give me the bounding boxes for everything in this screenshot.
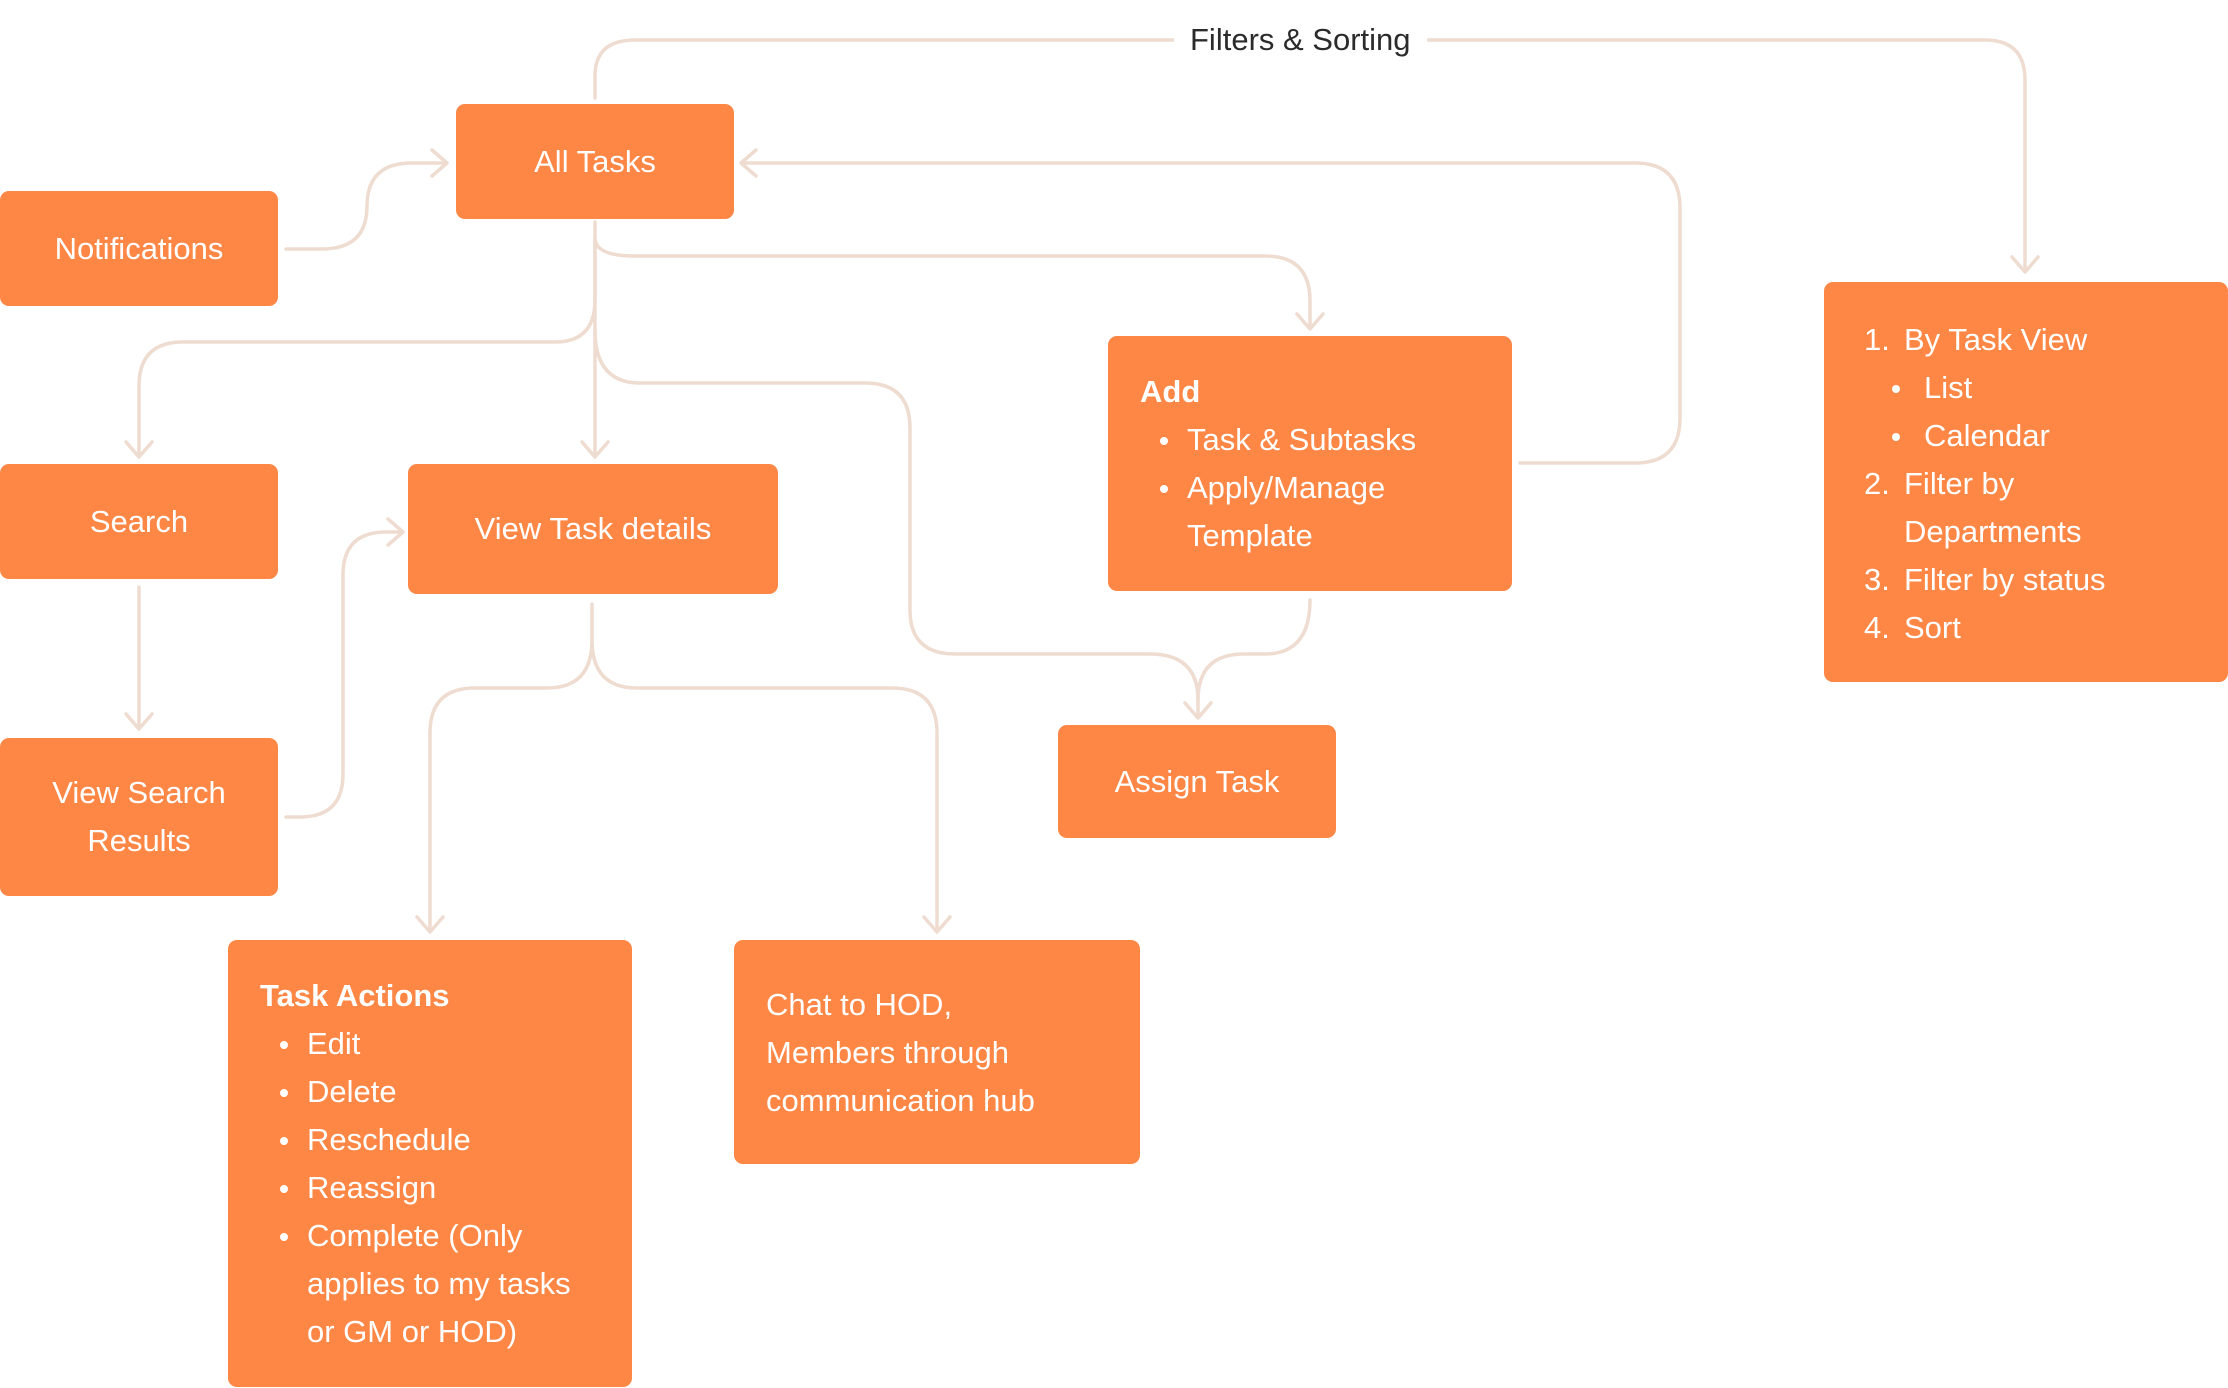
notifications-node[interactable]: Notifications <box>0 191 278 306</box>
arrowhead-viewdetails-left <box>386 517 405 547</box>
filter-subitem: List <box>1864 364 2198 412</box>
filter-sublist: List Calendar <box>1864 364 2198 460</box>
add-heading: Add <box>1140 374 1201 409</box>
filter-item: 2. Filter by Departments <box>1864 460 2198 556</box>
task-actions-heading: Task Actions <box>260 978 450 1013</box>
filter-item: 4. Sort <box>1864 604 2198 652</box>
connector-add-assign <box>1196 598 1312 702</box>
arrowhead-add <box>1295 312 1325 331</box>
filter-num: 2. <box>1864 466 1890 501</box>
filter-subitem: Calendar <box>1864 412 2198 460</box>
arrowhead-alltasks-right <box>739 148 758 178</box>
connector-alltasks-search <box>137 236 597 457</box>
filter-text: Filter by Departments <box>1904 466 2082 549</box>
add-item: Task & Subtasks <box>1140 416 1480 464</box>
notifications-label: Notifications <box>54 230 224 266</box>
arrowhead-actions <box>415 915 445 934</box>
filter-item: 1. By Task View List Calendar <box>1864 316 2198 460</box>
task-action-item: Reassign <box>260 1164 600 1212</box>
filter-text: Filter by status <box>1904 562 2106 597</box>
view-task-details-label: View Task details <box>474 511 712 546</box>
assign-task-node[interactable]: Assign Task <box>1058 725 1336 838</box>
filter-num: 3. <box>1864 562 1890 597</box>
search-node[interactable]: Search <box>0 464 278 579</box>
connector-filters-sorting <box>593 38 2027 272</box>
filter-num: 4. <box>1864 610 1890 645</box>
arrowhead-search <box>124 440 154 459</box>
all-tasks-node[interactable]: All Tasks <box>456 104 734 219</box>
add-item: Apply/Manage Template <box>1140 464 1480 560</box>
filter-text: By Task View <box>1904 322 2088 357</box>
arrowhead-assign <box>1183 701 1213 720</box>
task-actions-list: Edit Delete Reschedule Reassign Complete… <box>260 1020 600 1356</box>
filters-sorting-label: Filters & Sorting <box>1174 20 1427 60</box>
connector-alltasks-assign <box>593 328 1200 718</box>
filter-text: Sort <box>1904 610 1961 645</box>
arrowhead-filters <box>2010 255 2040 274</box>
arrowhead-results <box>124 712 154 731</box>
chat-node[interactable]: Chat to HOD, Members through communicati… <box>734 940 1140 1164</box>
connector-results-viewdetails <box>284 530 404 819</box>
chat-label: Chat to HOD, Members through communicati… <box>766 987 1035 1118</box>
connector-alltasks-add <box>593 220 1312 329</box>
arrowhead-alltasks-left <box>430 148 449 178</box>
assign-task-label: Assign Task <box>1114 763 1280 799</box>
connector-viewdetails-actions <box>428 602 594 932</box>
arrowhead-viewdetails <box>580 440 610 459</box>
all-tasks-label: All Tasks <box>534 143 656 179</box>
task-action-item: Complete (Only applies to my tasks or GM… <box>260 1212 600 1356</box>
task-action-item: Reschedule <box>260 1116 600 1164</box>
filters-list: 1. By Task View List Calendar 2. Filter … <box>1864 316 2198 652</box>
add-node[interactable]: Add Task & Subtasks Apply/Manage Templat… <box>1108 336 1512 591</box>
filter-item: 3. Filter by status <box>1864 556 2198 604</box>
connector-notifications-alltasks <box>284 161 448 251</box>
task-action-item: Edit <box>260 1020 600 1068</box>
arrowhead-chat <box>922 915 952 934</box>
add-list: Task & Subtasks Apply/Manage Template <box>1140 416 1480 560</box>
filters-node[interactable]: 1. By Task View List Calendar 2. Filter … <box>1824 282 2228 682</box>
view-task-details-node[interactable]: View Task details <box>408 464 778 594</box>
connector-add-alltasks <box>740 161 1682 465</box>
task-action-item: Delete <box>260 1068 600 1116</box>
task-actions-node[interactable]: Task Actions Edit Delete Reschedule Reas… <box>228 940 632 1387</box>
view-search-results-label: View Search Results <box>52 775 226 858</box>
search-label: Search <box>89 503 189 539</box>
connector-viewdetails-chat <box>590 638 939 932</box>
view-search-results-node[interactable]: View Search Results <box>0 738 278 896</box>
filter-num: 1. <box>1864 322 1890 357</box>
